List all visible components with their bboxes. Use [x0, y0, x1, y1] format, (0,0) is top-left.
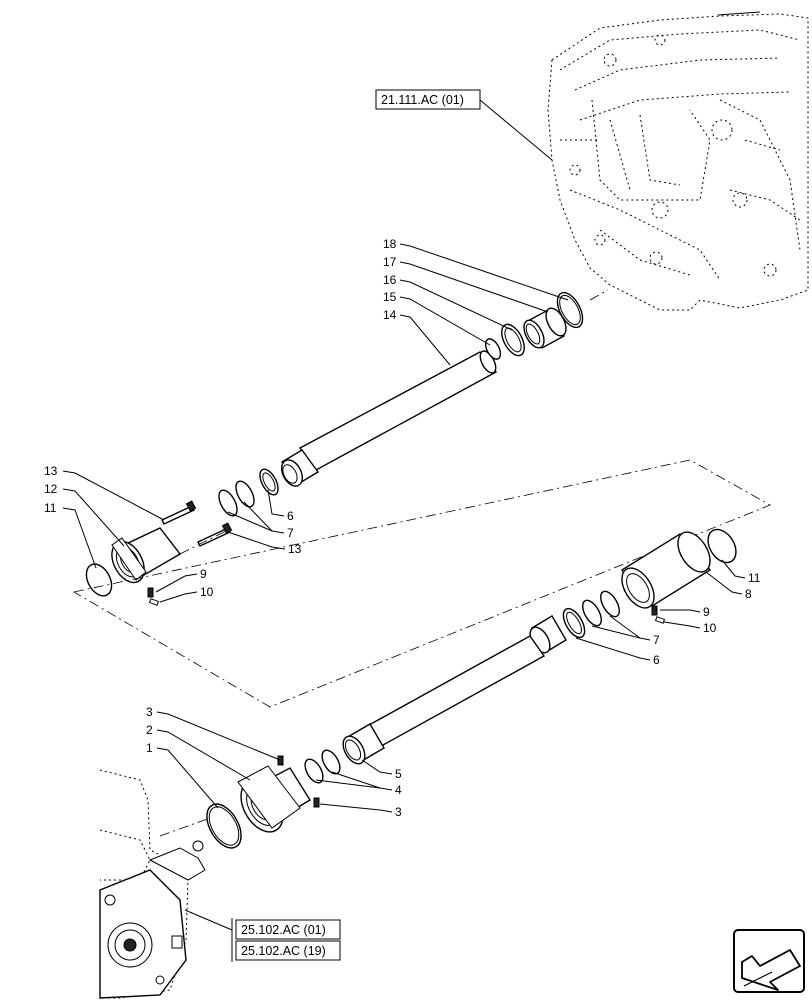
callout-18: 18 — [383, 237, 397, 251]
callout-7: 7 — [653, 633, 660, 647]
callout-1: 1 — [146, 741, 153, 755]
callout-14: 14 — [383, 308, 397, 322]
leader-lines — [62, 243, 746, 813]
callout-6: 6 — [287, 509, 294, 523]
callout-7: 7 — [287, 526, 294, 540]
callout-15: 15 — [383, 290, 397, 304]
arrow-exit-icon[interactable] — [733, 929, 805, 993]
upper-shaft — [85, 289, 609, 606]
callout-13: 13 — [288, 542, 302, 556]
callout-5: 5 — [395, 767, 402, 781]
assembly-boundary — [72, 459, 771, 708]
callout-4: 4 — [395, 783, 402, 797]
reference-label: 25.102.AC (01) — [241, 923, 326, 937]
reference-label: 21.111.AC (01) — [381, 93, 464, 107]
lower-shaft — [159, 528, 737, 849]
callout-11: 11 — [748, 571, 761, 585]
callout-17: 17 — [383, 255, 397, 269]
reference-label: 25.102.AC (19) — [241, 944, 326, 958]
reference-link-21-111-ac-01[interactable]: 21.111.AC (01) — [375, 89, 481, 110]
callout-13: 13 — [44, 464, 58, 478]
callout-3: 3 — [146, 705, 153, 719]
reference-link-25-102-ac-19[interactable]: 25.102.AC (19) — [235, 940, 341, 961]
callout-3: 3 — [395, 805, 402, 819]
transmission-housing — [547, 11, 809, 311]
callout-10: 10 — [703, 621, 717, 635]
reference-link-25-102-ac-01[interactable]: 25.102.AC (01) — [235, 919, 341, 940]
callout-10: 10 — [200, 585, 214, 599]
callout-16: 16 — [383, 273, 397, 287]
callout-2: 2 — [146, 723, 153, 737]
callout-6: 6 — [653, 653, 660, 667]
callout-labels: 18 17 16 15 14 13 12 11 6 7 13 9 10 11 8… — [44, 237, 761, 819]
callout-9: 9 — [703, 605, 710, 619]
callout-9: 9 — [200, 567, 207, 581]
callout-12: 12 — [44, 482, 58, 496]
callout-8: 8 — [745, 587, 752, 601]
rear-housing — [99, 769, 206, 999]
callout-11: 11 — [44, 501, 57, 515]
